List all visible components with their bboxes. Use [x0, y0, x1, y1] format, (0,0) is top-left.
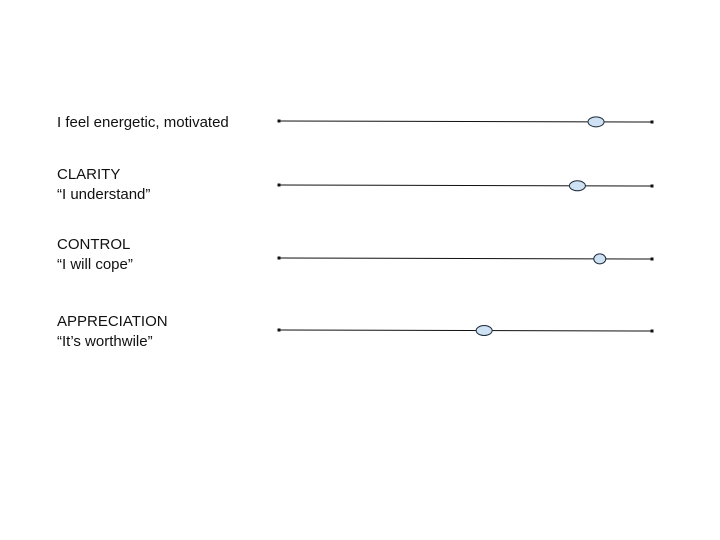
scale-label-energetic: I feel energetic, motivated	[57, 113, 229, 133]
scale-end-tick	[650, 120, 654, 124]
scale-marker[interactable]	[587, 116, 605, 128]
scale-line	[278, 184, 653, 187]
scale-line	[278, 329, 653, 332]
scale-marker[interactable]	[593, 253, 607, 265]
scale-label-appreciation: APPRECIATION “It’s worthwile”	[57, 312, 168, 352]
scale-label-line1: CONTROL	[57, 236, 131, 253]
scale-label-line2: “It’s worthwile”	[57, 333, 153, 350]
scale-marker[interactable]	[475, 325, 493, 337]
scale-end-tick	[650, 257, 654, 261]
scale-label-line2: “I understand”	[57, 186, 151, 203]
scale-start-tick	[277, 119, 281, 123]
scale-label-line1: I feel energetic, motivated	[57, 114, 229, 131]
scale-label-clarity: CLARITY “I understand”	[57, 165, 150, 205]
scale-start-tick	[277, 256, 281, 260]
scale-label-line2: “I will cope”	[57, 256, 133, 273]
scale-end-tick	[650, 329, 654, 333]
scale-marker[interactable]	[568, 180, 586, 192]
scale-label-control: CONTROL “I will cope”	[57, 235, 133, 275]
scale-line	[278, 257, 653, 260]
scale-line	[278, 120, 653, 123]
scale-label-line1: APPRECIATION	[57, 313, 168, 330]
scale-label-line1: CLARITY	[57, 166, 121, 183]
scale-end-tick	[650, 184, 654, 188]
scale-start-tick	[277, 183, 281, 187]
scale-start-tick	[277, 328, 281, 332]
